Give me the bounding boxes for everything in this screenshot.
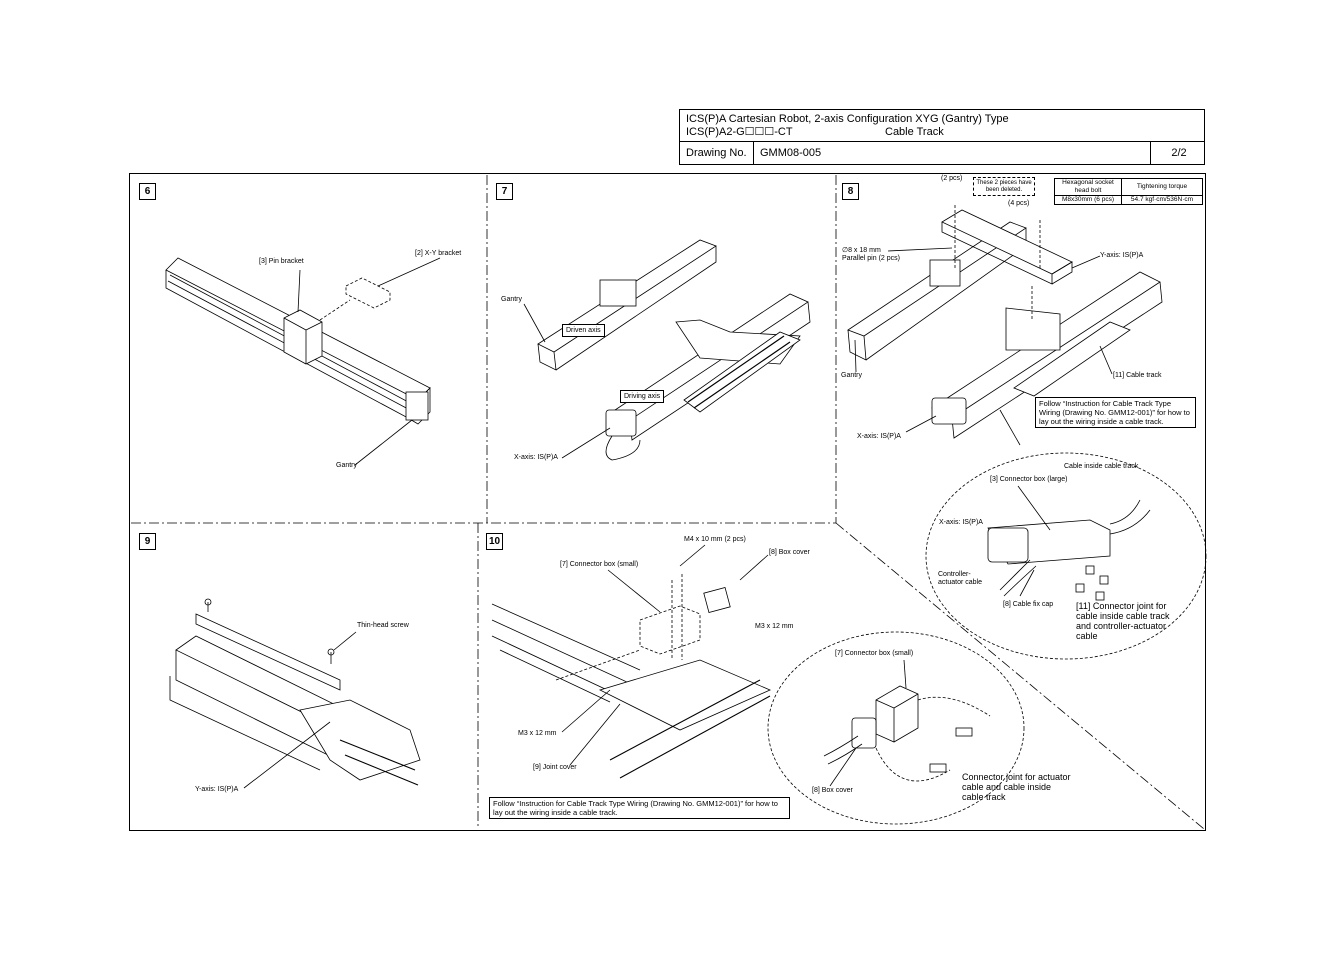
panel6-beam — [165, 257, 441, 466]
document-subtitle: Cable Track — [885, 126, 944, 138]
gantry-label: Gantry — [501, 296, 523, 303]
torque-table: Hexagonal socket head bolt Tightening to… — [1054, 178, 1203, 205]
panel10-assembly — [491, 544, 771, 779]
drawing-no-label: Drawing No. — [680, 142, 754, 165]
connector-box-small-label: [7] Connector box (small) — [560, 561, 639, 568]
torque-bolt-value: M8x30mm (6 pcs) — [1054, 195, 1122, 205]
controller-cable-label-1: Controller- — [938, 571, 971, 578]
box-cover-label: [8] Box cover — [769, 549, 810, 556]
detail10-circle — [767, 631, 1025, 825]
m3-screw-right-label: M3 x 12 mm — [755, 623, 794, 630]
box-cover-label: [8] Box cover — [812, 787, 853, 794]
controller-cable-label-2: actuator cable — [938, 579, 982, 586]
x-axis-label: X-axis: IS(P)A — [857, 433, 901, 440]
connector-box-large-label: [3] Connector box (large) — [990, 476, 1068, 483]
drawing-no-value: GMM08-005 — [760, 147, 822, 159]
torque-header-bolt: Hexagonal socket head bolt — [1054, 178, 1122, 196]
cable-inside-label: Cable inside cable track — [1064, 463, 1139, 470]
cable-track-label: [11] Cable track — [1113, 372, 1162, 379]
torque-header-torque: Tightening torque — [1121, 178, 1203, 196]
joint-cover-label: [9] Joint cover — [533, 764, 577, 771]
cable-fix-cap-label: [8] Cable fix cap — [1003, 601, 1054, 608]
step-6-marker: 6 — [139, 183, 156, 200]
thin-head-screw-label: Thin-head screw — [357, 622, 409, 629]
pin-bracket-label: [3] Pin bracket — [259, 258, 304, 265]
xy-bracket-label: [2] X-Y bracket — [415, 250, 462, 257]
y-axis-label: Y-axis: IS(P)A — [195, 786, 239, 793]
wiring-instruction-note: Follow “Instruction for Cable Track Type… — [1035, 397, 1196, 428]
connector-joint-note: Connector joint for actuator cable and c… — [962, 772, 1071, 802]
wiring-instruction-note: Follow “Instruction for Cable Track Type… — [489, 797, 790, 819]
panel8-assembly — [847, 205, 1163, 446]
connector-joint-note: [11] Connector joint for cable inside ca… — [1076, 601, 1170, 641]
driven-axis-label: Driven axis — [562, 324, 605, 337]
panel-dividers — [131, 175, 1205, 830]
step-7-marker: 7 — [496, 183, 513, 200]
drawing-number-row: Drawing No. GMM08-005 2/2 — [680, 142, 1204, 165]
title-block: ICS(P)A Cartesian Robot, 2-axis Configur… — [679, 109, 1205, 165]
page-number: 2/2 — [1150, 142, 1207, 165]
parallel-pin-size: ∅8 x 18 mm — [842, 247, 881, 254]
gantry-label: Gantry — [336, 462, 358, 469]
x-axis-label: X-axis: IS(P)A — [939, 519, 983, 526]
two-pcs-label: (2 pcs) — [941, 175, 963, 182]
m4-screw-label: M4 x 10 mm (2 pcs) — [684, 536, 746, 543]
panel7-axes — [523, 239, 811, 461]
y-axis-label: Y-axis: IS(P)A — [1100, 252, 1144, 259]
title-row: ICS(P)A Cartesian Robot, 2-axis Configur… — [680, 110, 1204, 142]
step-10-marker: 10 — [486, 533, 503, 550]
detail8-circle — [925, 452, 1207, 660]
m3-screw-left-label: M3 x 12 mm — [518, 730, 557, 737]
x-axis-label: X-axis: IS(P)A — [514, 454, 558, 461]
four-pcs-label: (4 pcs) — [1008, 200, 1030, 207]
panel9-assembly — [169, 598, 421, 789]
step-8-marker: 8 — [842, 183, 859, 200]
connector-box-small-label: [7] Connector box (small) — [835, 650, 914, 657]
drawing-sheet — [129, 173, 1206, 831]
gantry-label: Gantry — [841, 372, 863, 379]
deleted-pieces-note: These 2 pieces have been deleted. — [973, 177, 1035, 196]
document-title: ICS(P)A Cartesian Robot, 2-axis Configur… — [686, 113, 1009, 125]
model-number: ICS(P)A2-G☐☐☐-CT — [686, 126, 793, 138]
parallel-pin-label: Parallel pin (2 pcs) — [842, 255, 900, 262]
step-9-marker: 9 — [139, 533, 156, 550]
driving-axis-label: Driving axis — [620, 390, 665, 403]
torque-value: 54.7 kgf·cm/536N·cm — [1121, 195, 1203, 205]
